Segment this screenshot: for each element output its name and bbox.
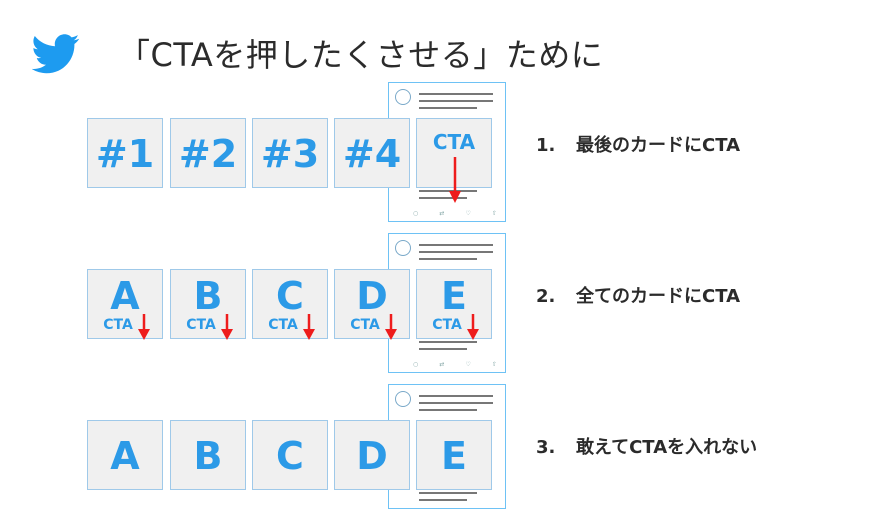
text-line — [419, 409, 477, 411]
avatar — [395, 240, 411, 256]
arrow-down-icon — [385, 314, 397, 340]
cta-label: CTA — [432, 317, 462, 333]
text-line — [419, 100, 493, 102]
avatar — [395, 89, 411, 105]
card: #2 — [170, 118, 246, 188]
arrow-down-icon — [303, 314, 315, 340]
card-letter: C — [276, 274, 304, 318]
description-text: 最後のカードにCTA — [576, 135, 741, 156]
text-line — [419, 341, 477, 343]
avatar — [395, 391, 411, 407]
arrow-down-icon — [221, 314, 233, 340]
card: D CTA — [334, 269, 410, 340]
text-line — [419, 402, 493, 404]
arrow-down-icon — [467, 314, 479, 340]
description-2: 2. 全てのカードにCTA — [536, 282, 740, 308]
description-number: 2. — [536, 286, 556, 307]
description-text: 全てのカードにCTA — [576, 286, 741, 307]
card: E — [416, 420, 492, 490]
cta-label: CTA — [186, 317, 216, 333]
description-1: 1. 最後のカードにCTA — [536, 131, 740, 157]
tweet-actions: ○ ⇄ ♡ ⇧ — [413, 210, 497, 217]
card: A — [87, 420, 163, 490]
cta-card: CTA — [416, 118, 492, 203]
arrow-down-icon — [138, 314, 150, 340]
card: E CTA — [416, 269, 492, 340]
twitter-bird-icon — [32, 34, 80, 74]
text-line — [419, 93, 493, 95]
reply-icon: ○ — [413, 210, 419, 217]
retweet-icon: ⇄ — [439, 361, 445, 368]
cta-label: CTA — [103, 317, 133, 333]
cta-label: CTA — [268, 317, 298, 333]
reply-icon: ○ — [413, 361, 419, 368]
page-title: 「CTAを押したくさせる」ために — [118, 36, 604, 74]
share-icon: ⇧ — [491, 210, 497, 217]
cta-label: CTA — [432, 130, 476, 154]
text-line — [419, 395, 493, 397]
text-line — [419, 107, 477, 109]
card: #3 — [252, 118, 328, 188]
description-text: 敢えてCTAを入れない — [576, 437, 758, 458]
like-icon: ♡ — [465, 210, 471, 217]
card-letter: B — [193, 274, 223, 318]
text-line — [419, 190, 477, 192]
retweet-icon: ⇄ — [439, 210, 445, 217]
like-icon: ♡ — [465, 361, 471, 368]
description-3: 3. 敢えてCTAを入れない — [536, 433, 757, 459]
text-line — [419, 244, 493, 246]
tweet-actions: ○ ⇄ ♡ ⇧ — [413, 361, 497, 368]
card: C CTA — [252, 269, 328, 340]
text-line — [419, 348, 467, 350]
text-line — [419, 258, 477, 260]
card: B — [170, 420, 246, 490]
card: D — [334, 420, 410, 490]
text-line — [419, 492, 477, 494]
strategy-row-1: ○ ⇄ ♡ ⇧ #1 #2 #3 #4 CTA 1. 最後のカードにCTA — [0, 82, 894, 222]
share-icon: ⇧ — [491, 361, 497, 368]
card-letter: D — [356, 274, 388, 318]
text-line — [419, 251, 493, 253]
description-number: 3. — [536, 437, 556, 458]
card-letter: A — [110, 274, 140, 318]
card: C — [252, 420, 328, 490]
card-letter: E — [441, 274, 467, 318]
text-line — [419, 197, 467, 199]
cta-label: CTA — [350, 317, 380, 333]
card: #4 — [334, 118, 410, 188]
card: B CTA — [170, 269, 246, 340]
card: A CTA — [87, 269, 163, 340]
text-line — [419, 499, 467, 501]
description-number: 1. — [536, 135, 556, 156]
card: #1 — [87, 118, 163, 188]
strategy-row-2: ○ ⇄ ♡ ⇧ A CTA B CTA C CTA D CTA E CTA 2.… — [0, 233, 894, 373]
arrow-down-icon — [449, 157, 461, 203]
strategy-row-3: A B C D E 3. 敢えてCTAを入れない — [0, 384, 894, 514]
